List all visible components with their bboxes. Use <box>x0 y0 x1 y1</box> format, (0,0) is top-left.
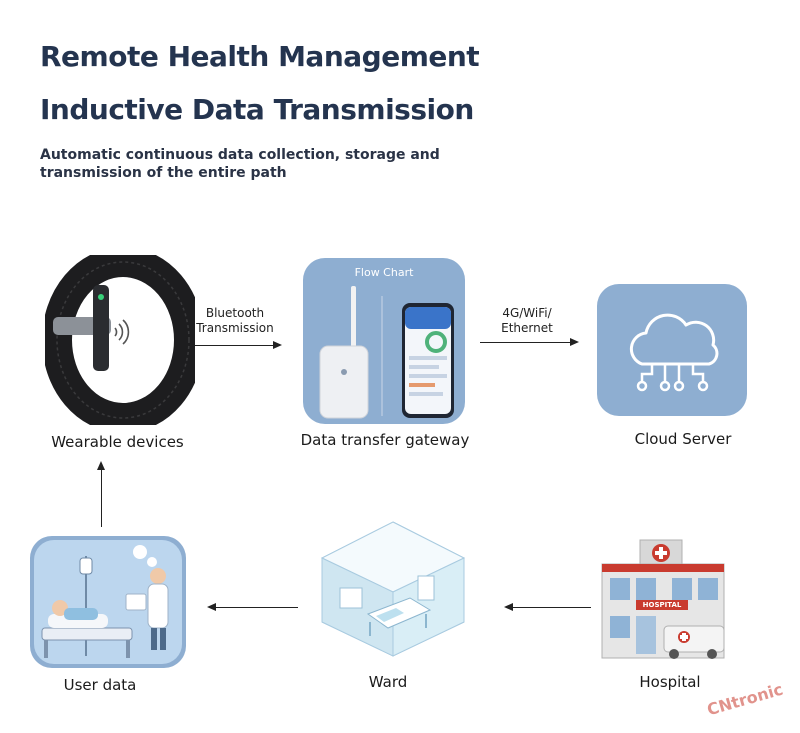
hospital-image: HOSPITAL <box>600 538 730 664</box>
user-data-tile <box>30 536 186 668</box>
node-label-user-data: User data <box>63 676 137 694</box>
arrowhead-right-icon <box>273 341 282 349</box>
arrowhead-up-icon <box>97 461 105 470</box>
arrowhead-left-icon <box>207 603 216 611</box>
edge-label-bluetooth: Bluetooth Transmission <box>190 306 280 336</box>
arrow-ward-to-userdata <box>214 607 298 608</box>
edge-label-network-line1: 4G/WiFi/ <box>502 306 552 320</box>
node-label-wearable: Wearable devices <box>51 433 184 451</box>
node-label-ward: Ward <box>368 673 408 691</box>
arrow-wearable-to-gateway <box>195 345 275 346</box>
page-title-line2: Inductive Data Transmission <box>40 93 474 126</box>
patient-doctor-icon <box>34 540 182 664</box>
hospital-sign: HOSPITAL <box>642 601 682 609</box>
arrow-gateway-to-cloud <box>480 342 572 343</box>
page-subtitle: Automatic continuous data collection, st… <box>40 147 440 181</box>
edge-label-bluetooth-line2: Transmission <box>196 321 274 335</box>
gateway-tile: Flow Chart <box>303 258 465 424</box>
wearable-device-image <box>42 247 204 433</box>
cloud-server-icon <box>629 313 719 392</box>
arrowhead-right-icon <box>570 338 579 346</box>
node-label-gateway: Data transfer gateway <box>300 431 470 449</box>
arrowhead-left-icon <box>504 603 513 611</box>
edge-label-bluetooth-line1: Bluetooth <box>205 306 265 320</box>
node-label-cloud: Cloud Server <box>634 430 732 448</box>
edge-label-network: 4G/WiFi/ Ethernet <box>487 306 567 336</box>
page-title: Remote Health Management <box>40 40 480 73</box>
gateway-tile-caption: Flow Chart <box>354 266 414 279</box>
node-label-hospital: Hospital <box>639 673 701 691</box>
gateway-device-icon <box>319 286 454 419</box>
ward-room-icon <box>320 521 466 657</box>
hospital-building-icon <box>601 539 725 659</box>
smart-band-icon <box>42 247 204 433</box>
arrow-hospital-to-ward <box>511 607 591 608</box>
edge-label-network-line2: Ethernet <box>501 321 553 335</box>
ward-image <box>318 518 468 658</box>
arrow-userdata-to-wearable <box>101 470 102 527</box>
cloud-server-tile <box>597 284 747 416</box>
